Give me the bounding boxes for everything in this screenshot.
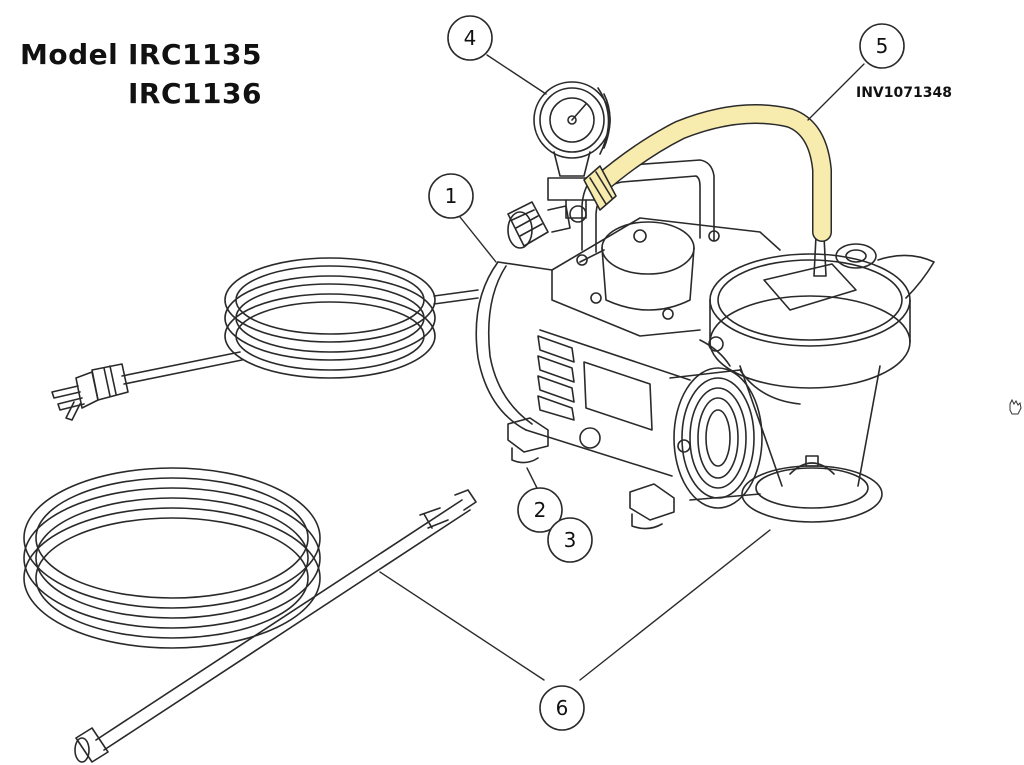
collection-canister <box>699 235 935 523</box>
model-label: Model <box>20 38 119 71</box>
callout-circle-5 <box>859 23 905 69</box>
model-number-1: IRC1135 <box>128 38 262 71</box>
part-number: INV1071348 <box>856 85 952 101</box>
vacuum-gauge <box>507 81 611 249</box>
callout-leaders <box>379 54 865 681</box>
power-plug <box>51 363 129 421</box>
callout-label-4: 4 <box>464 26 477 50</box>
suction-tubing <box>23 467 477 763</box>
callout-label-3: 3 <box>564 528 577 552</box>
callout-circle-2 <box>517 487 563 533</box>
callout-label-6: 6 <box>556 696 569 720</box>
callout-label-5: 5 <box>876 34 889 58</box>
pump-motor-housing <box>475 159 781 530</box>
callout-circle-3 <box>547 517 593 563</box>
callout-label-2: 2 <box>534 498 547 522</box>
vacuum-tube <box>583 104 832 242</box>
callout-circle-4 <box>447 15 493 61</box>
hand-cursor-icon <box>1009 398 1022 415</box>
callout-circle-6 <box>539 685 585 731</box>
callout-label-1: 1 <box>445 184 458 208</box>
model-number-2: IRC1136 <box>128 77 262 110</box>
power-cord <box>121 257 479 385</box>
callout-circle-1 <box>428 173 474 219</box>
